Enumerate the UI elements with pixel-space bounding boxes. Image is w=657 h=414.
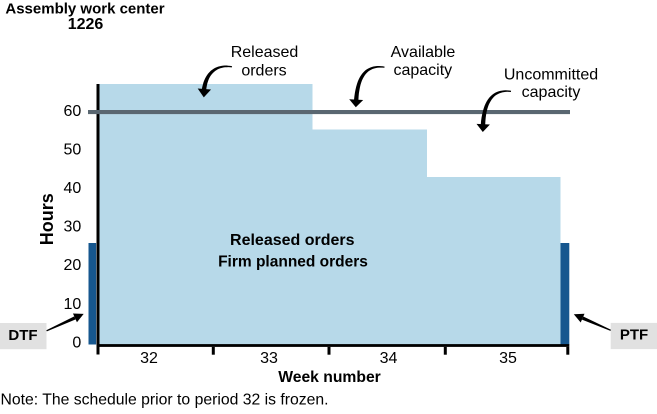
svg-text:Uncommitted: Uncommitted: [504, 66, 598, 83]
svg-text:1226: 1226: [68, 16, 104, 33]
svg-text:orders: orders: [241, 63, 286, 80]
svg-text:0: 0: [72, 334, 81, 351]
svg-text:Week number: Week number: [278, 369, 381, 386]
svg-text:Released: Released: [231, 44, 299, 61]
svg-text:Hours: Hours: [37, 193, 57, 245]
svg-text:PTF: PTF: [620, 327, 648, 344]
svg-text:50: 50: [64, 141, 82, 158]
svg-text:Assembly work center: Assembly work center: [5, 1, 164, 18]
svg-text:60: 60: [64, 103, 82, 120]
svg-text:30: 30: [64, 219, 82, 236]
svg-text:10: 10: [64, 296, 82, 313]
svg-text:34: 34: [380, 350, 398, 367]
svg-text:40: 40: [64, 180, 82, 197]
svg-text:Note: The schedule prior to pe: Note: The schedule prior to period 32 is…: [1, 391, 329, 408]
svg-text:DTF: DTF: [8, 327, 37, 344]
svg-text:Firm planned orders: Firm planned orders: [218, 254, 368, 271]
svg-text:capacity: capacity: [522, 84, 581, 101]
svg-text:20: 20: [64, 257, 82, 274]
svg-text:32: 32: [140, 350, 158, 367]
svg-text:Available: Available: [391, 44, 456, 61]
svg-text:35: 35: [499, 350, 517, 367]
svg-text:Released orders: Released orders: [230, 232, 355, 249]
svg-text:33: 33: [260, 350, 278, 367]
svg-text:capacity: capacity: [393, 62, 452, 79]
